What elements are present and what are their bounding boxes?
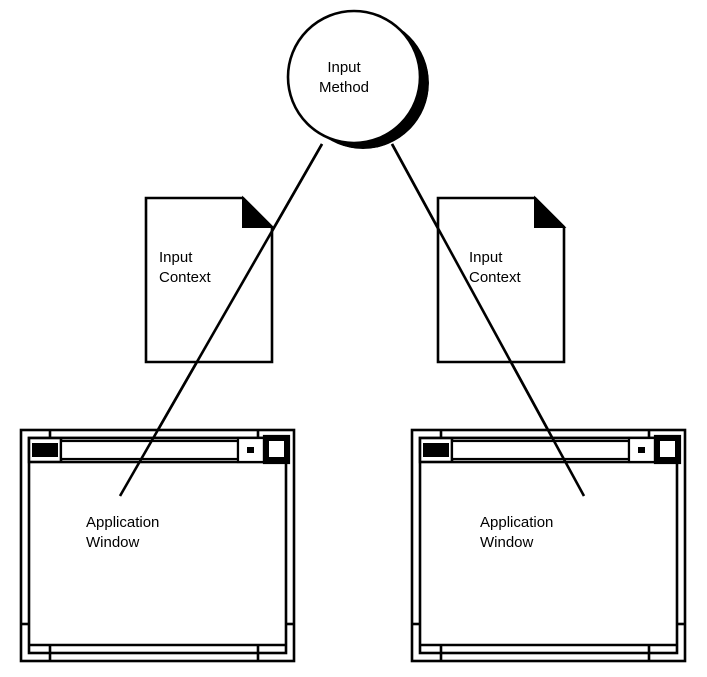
app-window-right-client-area <box>418 436 679 655</box>
connector-line-left-overlay <box>118 143 324 497</box>
app-window-right-maximize-icon <box>660 441 675 457</box>
input-context-right-fold-icon <box>534 195 567 228</box>
input-context-left-body <box>144 196 274 364</box>
input-context-right-label-line2: Context <box>469 269 522 286</box>
app-window-left-minimize-icon <box>247 447 254 453</box>
input-context-right-body <box>436 196 566 364</box>
input-method-label-line2: Method <box>319 79 369 96</box>
input-context-left-fold-icon <box>242 195 275 228</box>
app-window-left-menu-button[interactable] <box>32 443 58 457</box>
node-input-context-right[interactable]: Input Context <box>436 195 567 364</box>
node-input-method[interactable]: Input Method <box>286 9 429 149</box>
app-window-right-minimize-icon <box>638 447 645 453</box>
connector-line-right-overlay <box>390 143 586 497</box>
node-application-window-left[interactable]: Application Window <box>19 428 296 663</box>
app-window-left-maximize-icon <box>269 441 284 457</box>
app-window-left-client-area <box>27 436 288 655</box>
node-input-context-left[interactable]: Input Context <box>144 195 275 364</box>
connector-lines-overlay <box>118 143 586 497</box>
input-context-left-label-line1: Input <box>159 249 193 266</box>
input-context-right-label-line1: Input <box>469 249 503 266</box>
app-window-right-title-field[interactable] <box>450 439 631 461</box>
app-window-right-menu-button[interactable] <box>423 443 449 457</box>
app-window-right-label-line1: Application <box>480 514 553 531</box>
app-window-left-label-line2: Window <box>86 534 140 551</box>
input-context-left-label-line2: Context <box>159 269 212 286</box>
app-window-left-label-line1: Application <box>86 514 159 531</box>
input-method-circle <box>286 9 422 145</box>
app-window-right-label-line2: Window <box>480 534 534 551</box>
node-application-window-right[interactable]: Application Window <box>410 428 687 663</box>
input-method-label-line1: Input <box>327 59 361 76</box>
